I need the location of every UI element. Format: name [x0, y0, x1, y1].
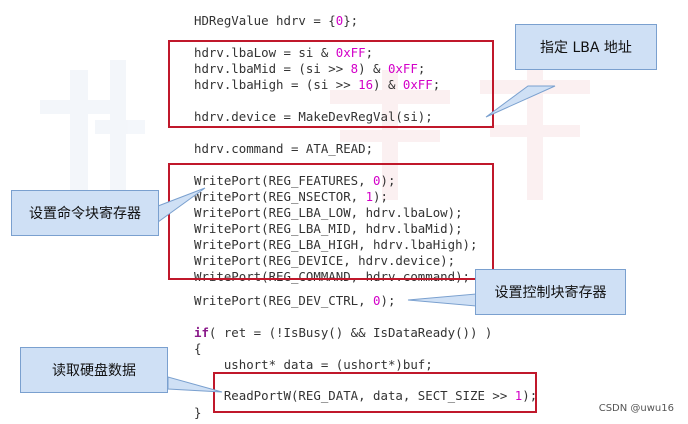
callout-lba-label: 指定 LBA 地址: [540, 40, 632, 56]
code-line: hdrv.command = ATA_READ;: [194, 141, 373, 157]
code-line: WritePort(REG_DEV_CTRL, 0);: [194, 293, 395, 309]
code-line: ReadPortW(REG_DATA, data, SECT_SIZE >> 1…: [194, 388, 537, 404]
callout-control-label: 设置控制块寄存器: [494, 285, 607, 301]
code-line: WritePort(REG_COMMAND, hdrv.command);: [194, 269, 470, 285]
code-token: hdrv.lbaHigh = (si >>: [194, 77, 359, 92]
code-line: HDRegValue hdrv = {0};: [194, 13, 358, 29]
code-token: }: [194, 405, 202, 420]
code-number-token: 0: [373, 173, 381, 188]
callout-command-registers: 设置命令块寄存器: [11, 190, 159, 236]
code-line: {: [194, 341, 201, 357]
code-token: hdrv.lbaMid = (si >>: [194, 61, 351, 76]
code-number-token: 0xFF: [402, 77, 433, 92]
code-token: ;: [432, 77, 441, 92]
code-token: hdrv.device = MakeDevRegVal(si);: [194, 109, 433, 124]
code-token: {: [194, 341, 202, 356]
callout-pointer-read: [167, 376, 223, 393]
code-line: WritePort(REG_LBA_HIGH, hdrv.lbaHigh);: [194, 237, 477, 253]
code-token: hdrv.command = ATA_READ;: [194, 141, 374, 156]
code-number-token: 0xFF: [387, 61, 418, 76]
code-number-token: 8: [350, 61, 359, 76]
code-line: WritePort(REG_LBA_MID, hdrv.lbaMid);: [194, 221, 463, 237]
callout-pointer-control: [407, 293, 477, 307]
highlight-box-lba: [168, 40, 494, 128]
code-line: }: [194, 405, 201, 421]
code-keyword-token: if: [194, 325, 209, 340]
code-number-token: 1: [365, 189, 374, 204]
code-line: WritePort(REG_NSECTOR, 1);: [194, 189, 388, 205]
code-token: WritePort(REG_COMMAND, hdrv.command);: [194, 269, 471, 284]
code-line: hdrv.lbaHigh = (si >> 16) & 0xFF;: [194, 77, 440, 93]
code-token: WritePort(REG_LBA_HIGH, hdrv.lbaHigh);: [194, 237, 478, 252]
callout-pointer-command: [157, 187, 206, 223]
callout-read-label: 读取硬盘数据: [52, 363, 136, 379]
code-token: );: [522, 388, 538, 403]
code-token: ;: [365, 45, 374, 60]
code-line: hdrv.device = MakeDevRegVal(si);: [194, 109, 433, 125]
callout-pointer-lba: [485, 85, 556, 118]
highlight-box-command-registers: [168, 163, 494, 280]
code-number-token: 1: [514, 388, 523, 403]
code-token: ) &: [358, 61, 388, 76]
code-token: WritePort(REG_FEATURES,: [194, 173, 374, 188]
code-token: ) &: [373, 77, 403, 92]
code-token: ushort* data = (ushort*)buf;: [194, 357, 433, 372]
code-token: WritePort(REG_DEVICE, hdrv.device);: [194, 253, 456, 268]
code-token: ( ret = (!IsBusy() && IsDataReady()) ): [208, 325, 493, 340]
callout-read-data: 读取硬盘数据: [20, 347, 168, 393]
code-line: hdrv.lbaMid = (si >> 8) & 0xFF;: [194, 61, 425, 77]
code-number-token: 16: [358, 77, 374, 92]
code-token: hdrv.lbaLow = si &: [194, 45, 336, 60]
code-line: WritePort(REG_DEVICE, hdrv.device);: [194, 253, 455, 269]
code-number-token: 0: [335, 13, 344, 28]
code-token: ;: [417, 61, 426, 76]
callout-lba-address: 指定 LBA 地址: [515, 24, 657, 70]
code-token: };: [343, 13, 359, 28]
code-line: ushort* data = (ushort*)buf;: [194, 357, 433, 373]
code-token: );: [380, 173, 396, 188]
code-token: HDRegValue hdrv = {: [194, 13, 336, 28]
code-token: WritePort(REG_LBA_MID, hdrv.lbaMid);: [194, 221, 463, 236]
callout-control-registers: 设置控制块寄存器: [475, 269, 626, 315]
code-token: WritePort(REG_LBA_LOW, hdrv.lbaLow);: [194, 205, 463, 220]
code-token: );: [380, 293, 396, 308]
code-number-token: 0: [373, 293, 381, 308]
callout-command-label: 设置命令块寄存器: [29, 206, 141, 222]
code-token: WritePort(REG_DEV_CTRL,: [194, 293, 374, 308]
code-line: WritePort(REG_LBA_LOW, hdrv.lbaLow);: [194, 205, 463, 221]
code-line: if( ret = (!IsBusy() && IsDataReady()) ): [194, 325, 492, 341]
code-line: WritePort(REG_FEATURES, 0);: [194, 173, 395, 189]
highlight-box-read-data: [213, 372, 537, 413]
credit-text: CSDN @uwu16: [598, 403, 674, 414]
code-line: hdrv.lbaLow = si & 0xFF;: [194, 45, 373, 61]
code-number-token: 0xFF: [335, 45, 366, 60]
code-token: ReadPortW(REG_DATA, data, SECT_SIZE >>: [194, 388, 515, 403]
code-token: WritePort(REG_NSECTOR,: [194, 189, 366, 204]
code-token: );: [373, 189, 388, 204]
